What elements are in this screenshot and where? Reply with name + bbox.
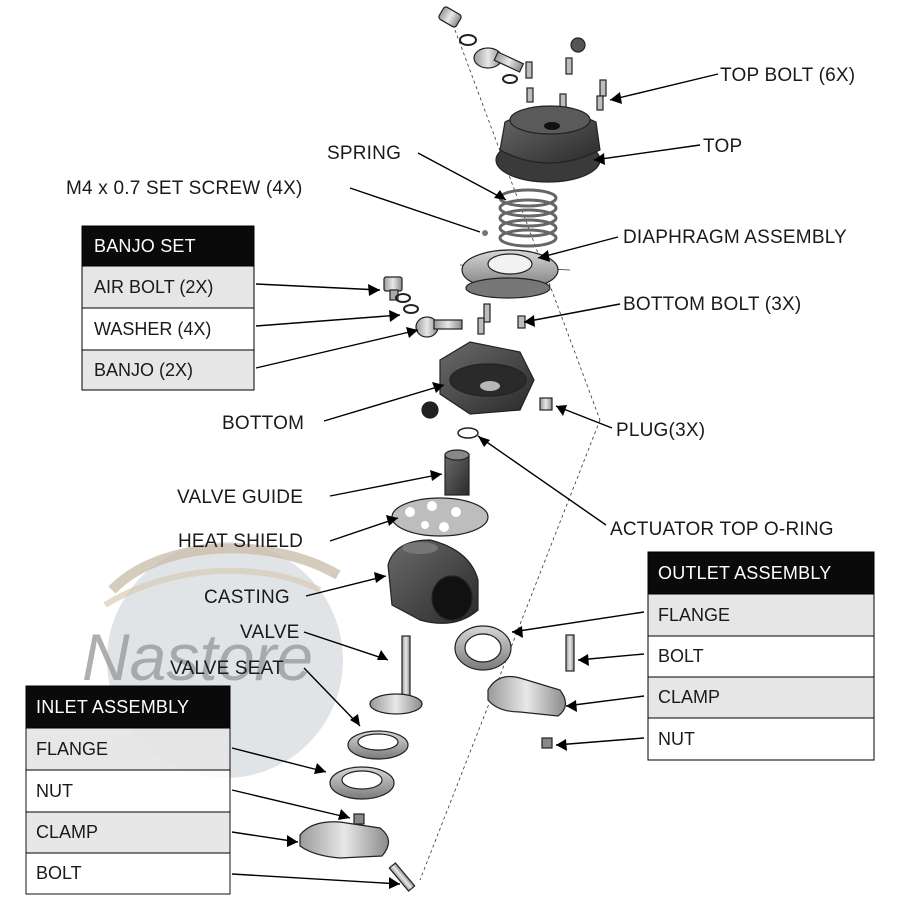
label-top-bolt: TOP BOLT (6X) <box>720 65 855 86</box>
inlet-item-bolt: BOLT <box>36 863 82 883</box>
inlet-item-flange: FLANGE <box>36 739 108 759</box>
inlet-parts <box>299 766 416 892</box>
spring <box>498 188 558 248</box>
valve <box>369 635 423 715</box>
plug <box>539 397 553 411</box>
label-set-screw: M4 x 0.7 SET SCREW (4X) <box>66 178 303 199</box>
valve-seat <box>347 730 409 760</box>
outlet-item-flange: FLANGE <box>658 605 730 625</box>
label-bottom: BOTTOM <box>222 413 304 434</box>
banjo-item-banjo: BANJO (2X) <box>94 360 193 380</box>
inlet-assembly-title: INLET ASSEMBLY <box>36 697 189 717</box>
leader-arrows <box>287 92 622 889</box>
o-ring <box>457 427 479 439</box>
casting <box>387 539 479 624</box>
label-top: TOP <box>703 136 742 157</box>
valve-guide <box>444 449 470 496</box>
banjo-set-parts <box>383 276 463 338</box>
label-casting: CASTING <box>204 587 290 608</box>
top-bolts <box>525 37 607 111</box>
top-banjo-hardware <box>438 6 525 84</box>
bottom-housing <box>421 341 535 419</box>
bottom-bolts <box>477 303 526 335</box>
label-bottom-bolt: BOTTOM BOLT (3X) <box>623 294 801 315</box>
heat-shield <box>391 497 489 537</box>
label-spring: SPRING <box>327 143 401 164</box>
label-heat-shield: HEAT SHIELD <box>178 531 303 552</box>
outlet-item-clamp: CLAMP <box>658 687 720 707</box>
label-valve-guide: VALVE GUIDE <box>177 487 303 508</box>
label-valve: VALVE <box>240 622 299 643</box>
watermark-text: Nastore <box>82 620 313 694</box>
label-actuator-oring: ACTUATOR TOP O-RING <box>610 519 834 540</box>
label-valve-seat: VALVE SEAT <box>170 658 284 679</box>
outlet-item-bolt: BOLT <box>658 646 704 666</box>
inlet-item-clamp: CLAMP <box>36 822 98 842</box>
label-diaphragm: DIAPHRAGM ASSEMBLY <box>623 227 847 248</box>
top-housing <box>495 105 601 183</box>
outlet-parts <box>454 625 575 749</box>
banjo-item-air-bolt: AIR BOLT (2X) <box>94 277 213 297</box>
set-screw <box>482 230 488 236</box>
inlet-item-nut: NUT <box>36 781 73 801</box>
banjo-set-title: BANJO SET <box>94 236 196 256</box>
outlet-assembly-title: OUTLET ASSEMBLY <box>658 563 831 583</box>
outlet-assembly-table: OUTLET ASSEMBLY FLANGE BOLT CLAMP NUT <box>647 551 875 761</box>
diaphragm-assembly <box>459 249 571 299</box>
leader-lines <box>231 73 719 885</box>
banjo-item-washer: WASHER (4X) <box>94 319 211 339</box>
label-plug: PLUG(3X) <box>616 420 705 441</box>
inlet-assembly-table: INLET ASSEMBLY FLANGE NUT CLAMP BOLT <box>25 685 231 895</box>
outlet-item-nut: NUT <box>658 729 695 749</box>
banjo-set-table: BANJO SET AIR BOLT (2X) WASHER (4X) BANJ… <box>81 225 255 391</box>
